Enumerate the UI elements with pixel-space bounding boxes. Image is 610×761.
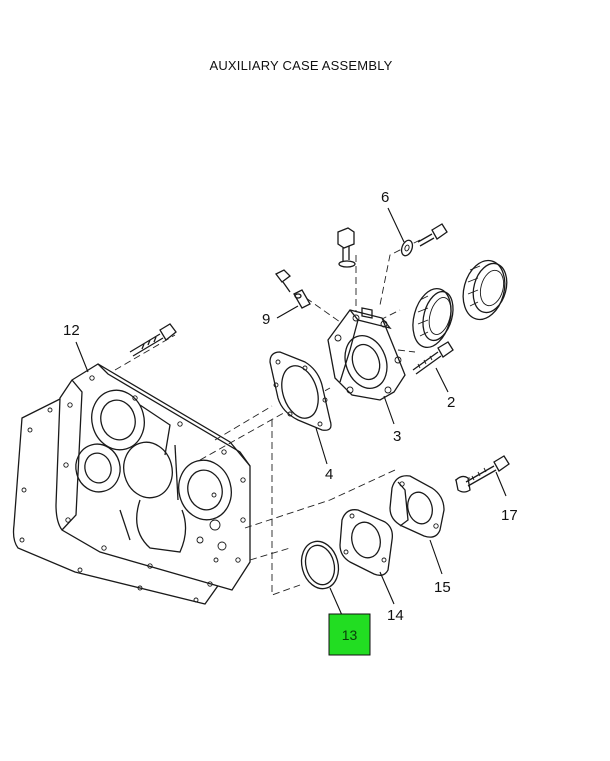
callout-13[interactable]: 13 [342,627,358,643]
diagram-title: AUXILIARY CASE ASSEMBLY [209,58,393,73]
part-15-cover [389,475,445,538]
callout-12[interactable]: 12 [63,322,80,339]
part-13-o-ring [300,540,340,590]
callout-9[interactable]: 9 [262,311,270,328]
callout-6[interactable]: 6 [381,189,389,206]
part-4-gasket [269,351,332,431]
callout-2[interactable]: 2 [447,394,455,411]
callout-3[interactable]: 3 [393,428,401,445]
callout-leaders [75,207,507,623]
part-17-capscrew [455,455,510,493]
vent-plug [337,227,356,268]
part-3-bearing-housing [327,307,406,401]
part-14-gasket [339,509,393,576]
callout-labels: 12 6 9 2 3 4 17 15 14 [63,189,518,624]
callout-15[interactable]: 15 [434,579,451,596]
callout-14[interactable]: 14 [387,607,404,624]
bearing-cups [412,259,508,348]
callout-17[interactable]: 17 [501,507,518,524]
auxiliary-case-housing [12,323,251,605]
part-2-capscrew [412,341,454,375]
part-9-dowel-pin [275,269,311,309]
callout-4[interactable]: 4 [325,466,333,483]
callout-13-highlighted[interactable]: 13 [328,613,371,656]
highlight-box[interactable] [328,613,371,656]
part-6-washer [400,223,448,257]
